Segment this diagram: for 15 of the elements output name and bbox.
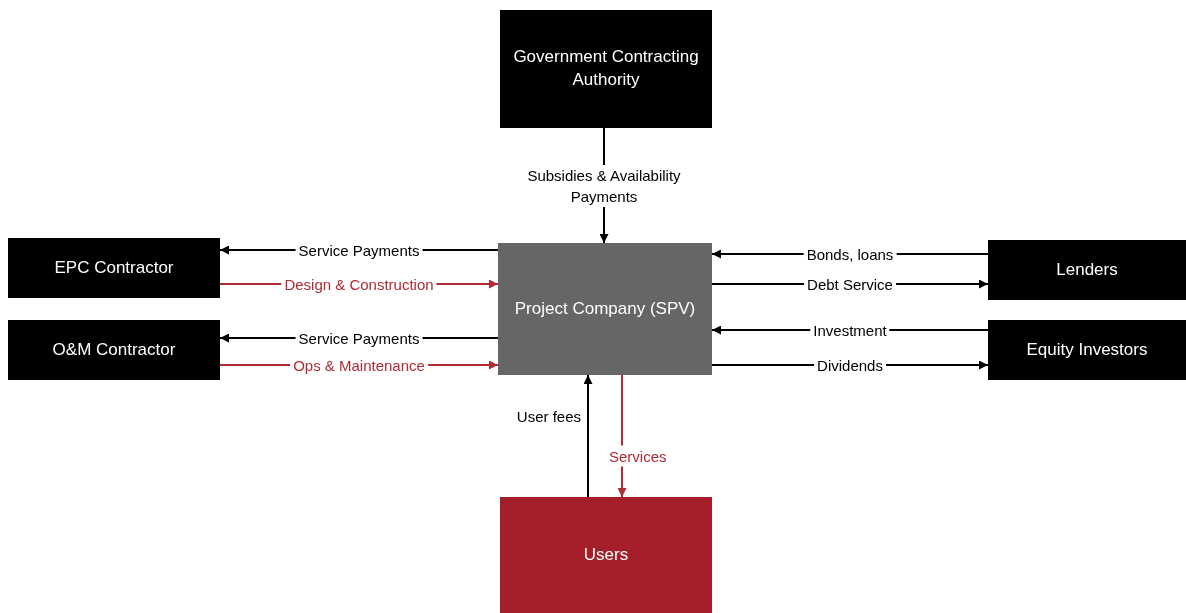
entity-box <box>8 238 220 298</box>
node-label: EPC Contractor <box>54 256 174 279</box>
entity-box <box>500 10 712 128</box>
user-box <box>500 497 712 613</box>
entity-box <box>8 320 220 380</box>
node-label: Government Contracting Authority <box>512 46 700 91</box>
entity-box <box>988 320 1186 380</box>
node-label: Lenders <box>1056 258 1118 281</box>
node-label: O&M Contractor <box>52 338 176 361</box>
node-label: Equity Investors <box>1026 338 1148 361</box>
process-box <box>498 243 712 375</box>
arrow <box>583 374 593 498</box>
node-label: Users <box>583 543 629 566</box>
node-label: Project Company (SPV) <box>514 297 696 320</box>
entity-box <box>988 240 1186 300</box>
